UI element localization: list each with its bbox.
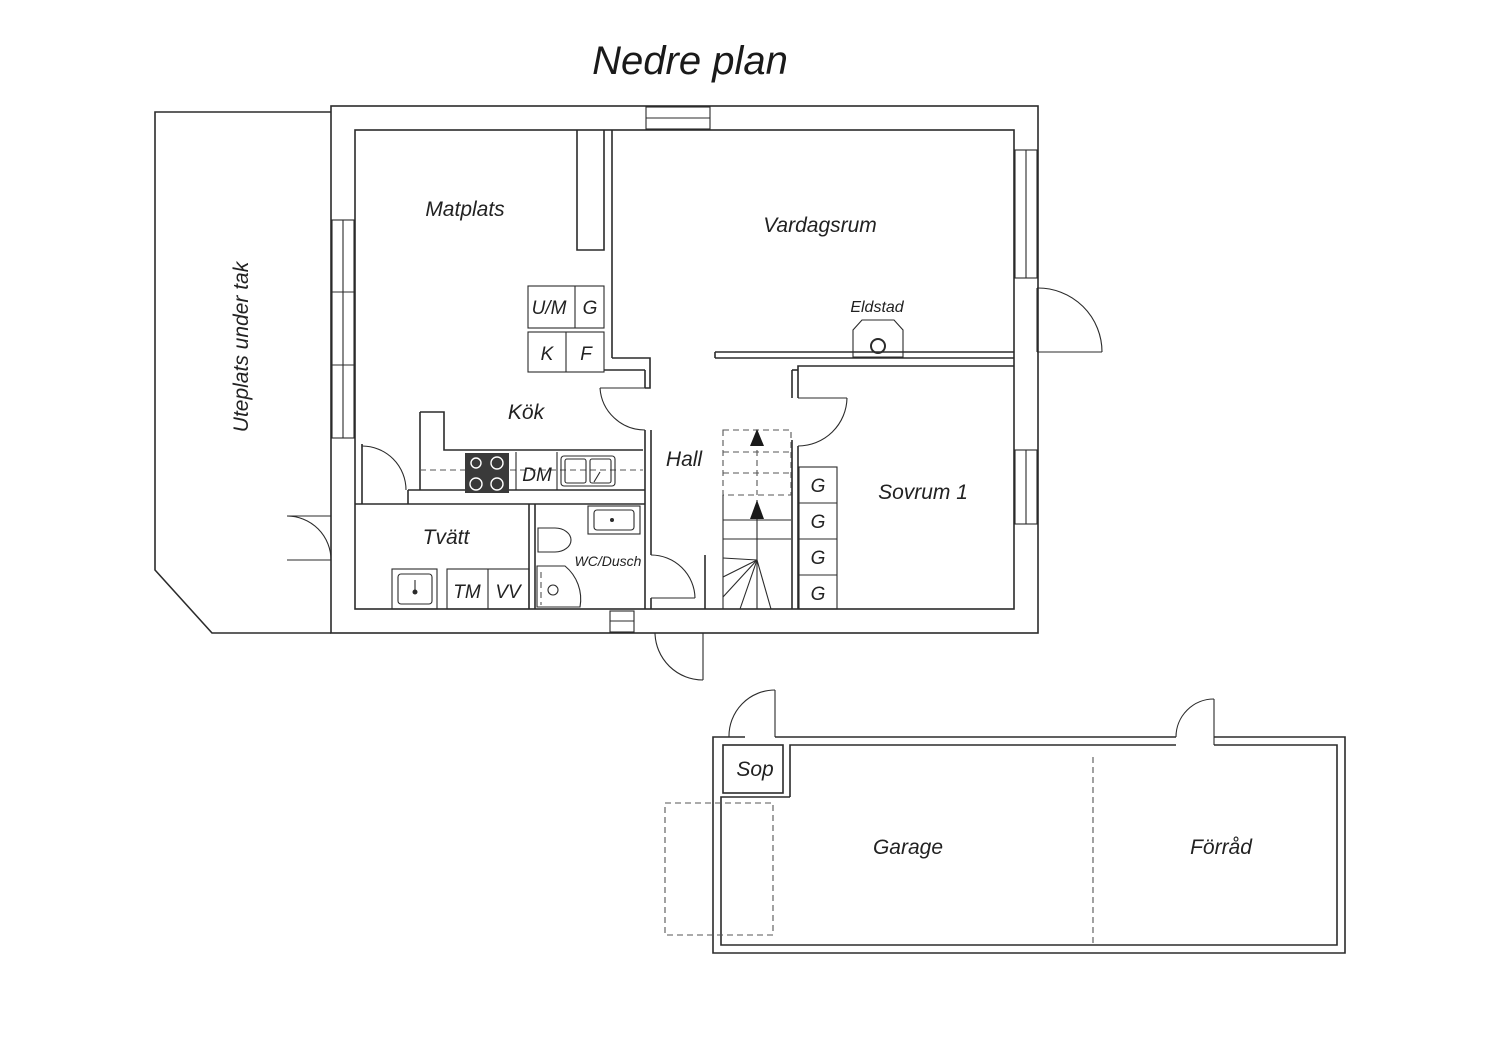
room-label-wc: WC/Dusch [575,553,642,569]
laundry-fixtures [391,568,530,610]
kitchen-sink-icon [560,455,616,487]
room-labels: Matplats Vardagsrum Kök Hall Sovrum 1 Tv… [230,198,1253,859]
fixture-label-dm: DM [522,465,552,486]
fixture-labels: U/M G K F DM TM VV G G G G [453,298,825,605]
room-label-vardagsrum: Vardagsrum [763,214,877,237]
fixture-label-f: F [580,344,593,365]
wardrobe-label: G [811,548,826,569]
fixture-label-k: K [541,344,555,365]
fixture-label-tm: TM [453,582,481,603]
interior-walls [355,130,1014,609]
plan-title: Nedre plan [592,39,788,83]
patio [154,111,331,634]
room-label-sovrum: Sovrum 1 [878,481,968,504]
windows [331,106,1038,633]
wc-fixtures [536,505,641,608]
house-walls [330,105,1039,634]
room-label-garage: Garage [873,836,943,859]
room-label-forrad: Förråd [1190,836,1253,859]
wardrobe-label: G [811,584,826,605]
room-label-matplats: Matplats [425,198,505,221]
stairs [722,429,792,610]
fixture-label-g: G [583,298,598,319]
room-label-tvatt: Tvätt [423,526,471,549]
wardrobes [798,466,838,610]
label-eldstad: Eldstad [850,299,904,316]
laundry-sink-icon [397,573,433,605]
stair-arrow-icon [750,500,764,519]
shower-icon [536,565,582,608]
room-label-hall: Hall [666,448,704,471]
doors [286,287,1103,681]
room-label-sop: Sop [736,758,773,781]
fixture-label-um: U/M [532,298,567,319]
toilet-icon [537,527,572,553]
fireplace-icon [852,319,904,358]
room-label-uteplats: Uteplats under tak [230,260,253,432]
room-label-kok: Kök [508,401,546,424]
stair-arrow-icon [750,429,764,446]
wardrobe-label: G [811,512,826,533]
kitchen-fixtures [420,285,643,493]
wardrobe-label: G [811,476,826,497]
fixture-label-vv: VV [495,582,523,603]
wc-sink-icon [587,505,641,535]
garage-building [664,689,1346,954]
